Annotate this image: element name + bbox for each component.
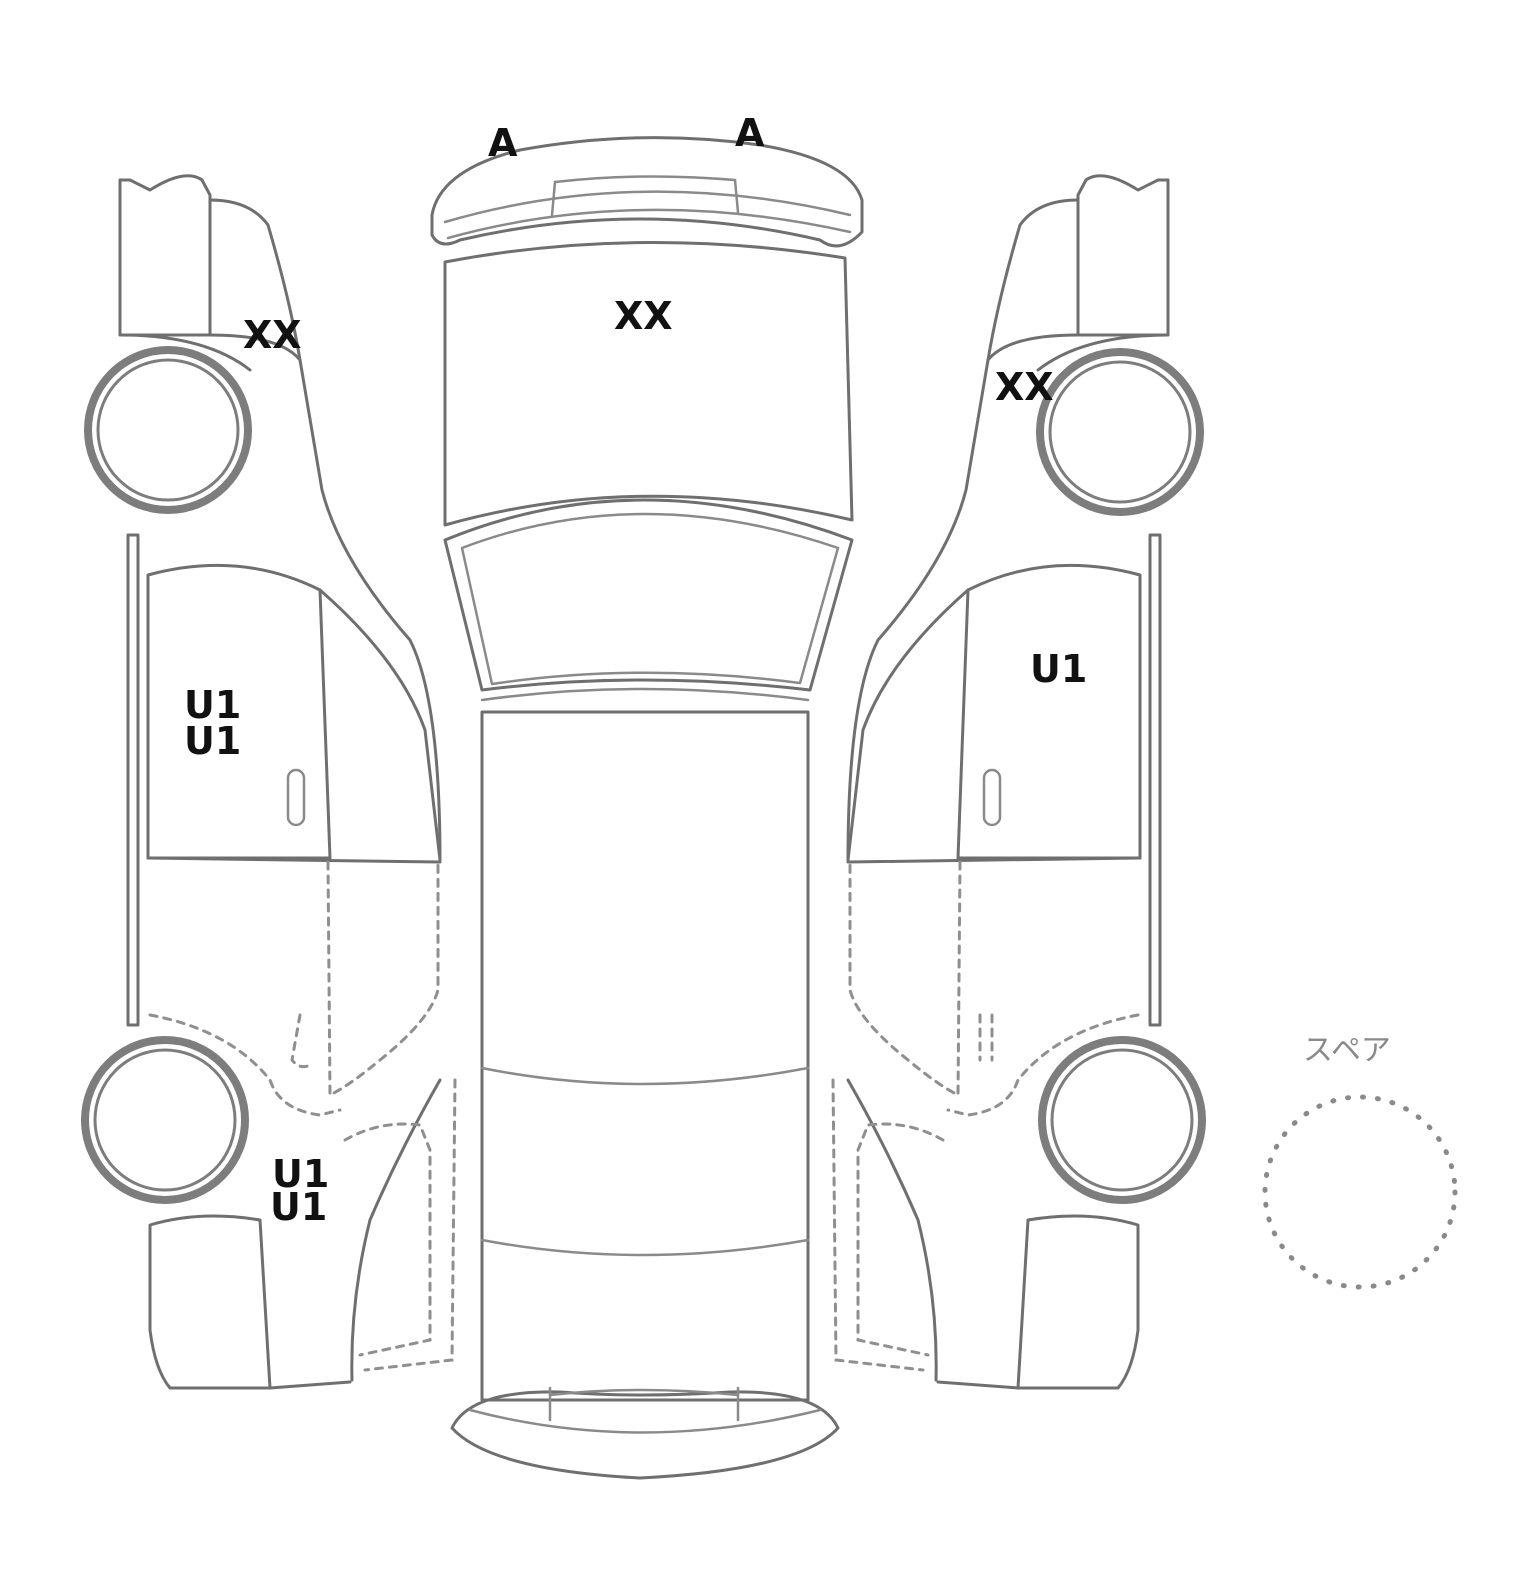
damage-mark-roof-front-right: A	[735, 111, 765, 155]
rear-bumper	[450, 1390, 840, 1480]
damage-mark-left-front-door-1: U1	[184, 683, 242, 727]
right-side-view	[831, 174, 1206, 1390]
damage-mark-right-front-door: U1	[1030, 647, 1088, 691]
damage-mark-left-rear-quarter-2: U1	[270, 1185, 328, 1229]
right-front-door	[956, 563, 1142, 860]
damage-mark-left-front-fender: XX	[243, 313, 302, 357]
damage-mark-left-front-door-2: U1	[184, 719, 242, 763]
front-bumper	[430, 136, 864, 248]
left-side-view	[81, 174, 457, 1390]
roof	[480, 710, 810, 1402]
damage-mark-roof-front-left: A	[488, 121, 518, 165]
spare-tire	[1262, 1094, 1458, 1290]
damage-mark-left-rear-quarter-1: U1	[272, 1152, 330, 1196]
damage-mark-hood: XX	[614, 294, 673, 338]
spare-label: スペア	[1303, 1033, 1391, 1068]
hood-panel	[443, 240, 854, 527]
top-view	[430, 136, 864, 1480]
damage-mark-right-front-fender: XX	[995, 365, 1054, 409]
windshield	[443, 498, 854, 692]
